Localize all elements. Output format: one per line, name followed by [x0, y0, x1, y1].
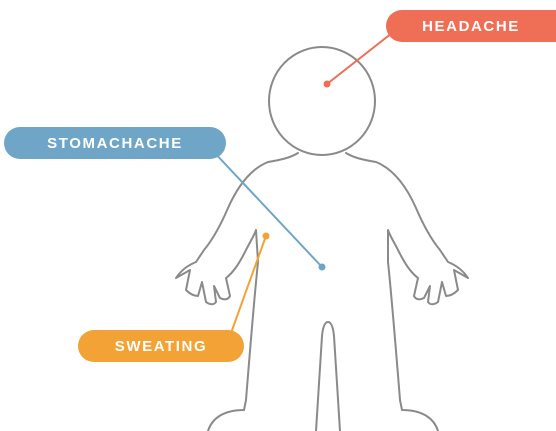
sweating-label-text: SWEATING	[115, 338, 208, 355]
headache-label: HEADACHE	[386, 10, 556, 42]
sweating-marker-dot	[263, 233, 270, 240]
stomachache-marker-dot	[319, 264, 326, 271]
sweating-leader-line	[231, 236, 266, 333]
sweating-label: SWEATING	[78, 330, 244, 362]
stomachache-label: STOMACHACHE	[4, 127, 226, 159]
headache-leader-line	[327, 33, 392, 84]
body-head	[269, 47, 375, 155]
body-outline	[176, 153, 468, 431]
headache-marker-dot	[324, 81, 331, 88]
stomachache-label-text: STOMACHACHE	[47, 135, 183, 152]
headache-label-text: HEADACHE	[422, 18, 520, 35]
